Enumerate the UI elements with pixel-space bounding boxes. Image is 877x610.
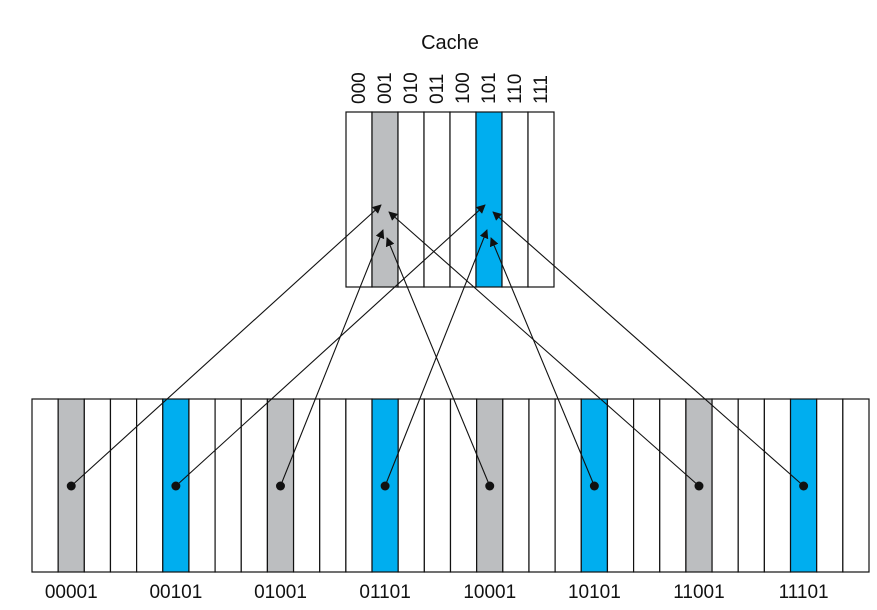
cache-line-011: [423, 111, 451, 288]
memory-block-11001: [685, 398, 713, 573]
memory-block: [449, 398, 478, 573]
memory-address-label: 11101: [779, 582, 829, 603]
cache-index-010: 010: [401, 72, 422, 104]
cache-index-001: 001: [375, 72, 396, 104]
cache-line-110: [501, 111, 529, 288]
cache-index-111: 111: [531, 75, 552, 104]
cache-line-000: [345, 111, 373, 288]
mapping-arrow-10101-to-101: [489, 237, 595, 487]
cache-box: [345, 111, 555, 288]
memory-address-label: 00101: [149, 582, 202, 603]
memory-block: [397, 398, 425, 573]
memory-address-label: 01001: [254, 582, 307, 603]
cache-index-100: 100: [453, 72, 474, 104]
memory-block: [345, 398, 373, 573]
memory-address-label: 10101: [568, 582, 621, 603]
mapping-arrow-01101-to-101: [384, 229, 489, 487]
memory-box: [31, 398, 870, 573]
memory-block: [763, 398, 792, 573]
mapping-dot-10101: [589, 481, 599, 491]
memory-block: [136, 398, 164, 573]
mapping-dot-11101: [799, 481, 809, 491]
cache-index-101: 101: [479, 72, 500, 104]
cache-line-001: [371, 111, 399, 288]
memory-block: [502, 398, 530, 573]
mapping-arrow-11101-to-101: [492, 211, 804, 487]
cache-index-110: 110: [505, 74, 526, 104]
mapping-arrow-01001-to-001: [279, 229, 385, 487]
mapping-arrow-11001-to-001: [388, 211, 700, 487]
memory-block: [711, 398, 739, 573]
memory-address-label: 00001: [45, 582, 98, 603]
cache-line-010: [397, 111, 425, 288]
memory-block-labels: 00001 00101 01001 01101 10001 10101 11001 11101: [45, 582, 829, 603]
memory-address-label: 01101: [359, 582, 410, 603]
mapping-arrow-10001-to-001: [385, 237, 491, 487]
memory-block: [188, 398, 216, 573]
mapping-arrows: [66, 204, 809, 491]
memory-block: [214, 398, 242, 573]
memory-block: [83, 398, 112, 573]
mapping-dot-01101: [380, 481, 390, 491]
memory-block: [423, 398, 452, 573]
memory-block: [292, 398, 321, 573]
mapping-dot-00101: [171, 481, 181, 491]
memory-block: [632, 398, 661, 573]
memory-block: [528, 398, 556, 573]
memory-block: [554, 398, 582, 573]
memory-block: [659, 398, 687, 573]
mapping-dot-00001: [66, 481, 76, 491]
memory-block: [606, 398, 635, 573]
memory-block: [109, 398, 138, 573]
memory-block: [842, 398, 870, 573]
memory-block: [319, 398, 347, 573]
cache-line-111: [527, 111, 555, 288]
memory-block: [31, 398, 59, 573]
mapping-arrow-00001-to-001: [70, 204, 382, 487]
memory-block: [240, 398, 269, 573]
cache-index-011: 011: [427, 74, 448, 104]
mapping-dot-01001: [275, 481, 285, 491]
cache-line-100: [449, 111, 477, 288]
memory-block: [816, 398, 844, 573]
cache-title: Cache: [421, 32, 479, 54]
memory-address-label: 11001: [673, 582, 724, 603]
mapping-dot-11001: [694, 481, 704, 491]
cache-index-000: 000: [349, 72, 370, 104]
memory-address-label: 10001: [463, 582, 516, 603]
memory-block: [737, 398, 765, 573]
mapping-dot-10001: [485, 481, 495, 491]
cache-line-101: [475, 111, 503, 288]
